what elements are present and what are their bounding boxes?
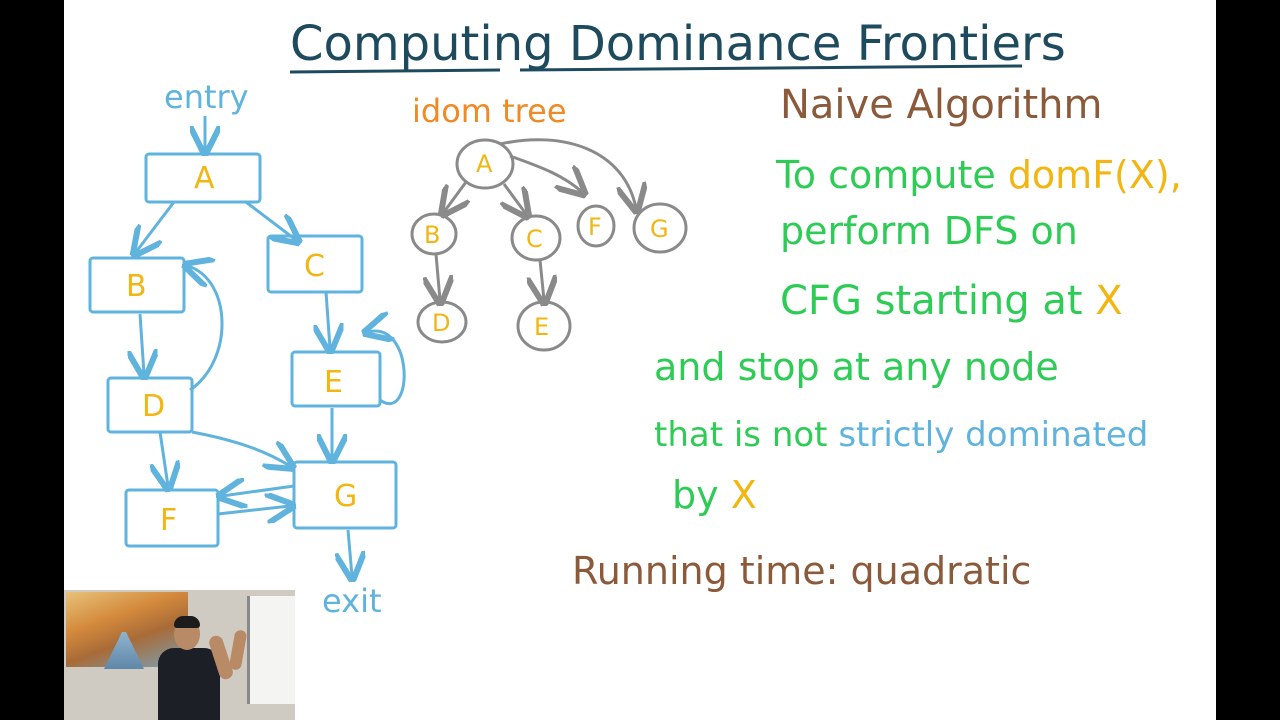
cfg-edge-d-f [160, 431, 168, 486]
tree-node-label-c: C [526, 225, 543, 253]
tree-node-circle-b [410, 212, 458, 256]
tree-node-circle-a [455, 138, 515, 190]
cfg-edge-a-b [136, 201, 176, 252]
tree-node-circle-c [510, 214, 562, 262]
tree-node-label-d: D [432, 309, 450, 337]
cfg-node-label-e: E [324, 365, 343, 400]
note-line-6: by X [672, 473, 757, 517]
cfg-edge-a-c [245, 200, 296, 240]
tree-node-label-g: G [650, 215, 669, 243]
control-flow-graph [88, 116, 406, 576]
tree-edge-a-f [509, 154, 582, 192]
tree-node-circle-f [576, 204, 616, 248]
running-time: Running time: quadratic [572, 549, 1031, 593]
tree-node-label-f: F [588, 213, 602, 241]
tree-node-label-a: A [476, 150, 493, 178]
note-line-4: and stop at any node [654, 345, 1059, 389]
algorithm-heading: Naive Algorithm [780, 82, 1102, 128]
tree-edge-a-g [499, 138, 636, 208]
cfg-node-label-g: G [334, 479, 357, 514]
presenter [158, 648, 220, 720]
cfg-edge-g-f [222, 486, 295, 496]
cfg-edge-f-g [217, 506, 290, 514]
cfg-edge-c-e [326, 291, 330, 348]
tree-edge-a-b [444, 181, 466, 212]
diagram-canvas: Computing Dominance Frontiers entry exit… [88, 16, 1182, 620]
cfg-edge-d-b [188, 266, 224, 392]
cfg-edge-d-g [191, 430, 290, 466]
tree-node-label-e: E [534, 313, 549, 341]
idom-tree [410, 138, 688, 352]
cfg-edge-g-exit [348, 529, 352, 576]
cfg-node-label-f: F [160, 503, 177, 538]
note-line-5: that is not strictly dominated [654, 415, 1148, 455]
page-title: Computing Dominance Frontiers [290, 16, 1066, 72]
cfg-entry-label: entry [164, 78, 249, 116]
cfg-node-label-b: B [126, 269, 147, 304]
cfg-edge-e-e [368, 331, 406, 405]
tree-edge-b-d [436, 253, 440, 300]
title-underline [519, 64, 1023, 72]
note-line-3: CFG starting at X [780, 278, 1123, 324]
cfg-node-box-c [266, 234, 364, 294]
cfg-exit-label: exit [322, 582, 382, 620]
webcam-video [64, 590, 295, 720]
cfg-node-label-a: A [194, 161, 215, 196]
whiteboard-backdrop [247, 596, 295, 704]
cfg-node-label-d: D [142, 389, 165, 424]
tree-edge-a-c [504, 183, 526, 214]
tree-node-label-b: B [424, 221, 440, 249]
note-line-2: perform DFS on [780, 209, 1078, 253]
cfg-edge-b-d [140, 313, 144, 374]
tree-edge-c-e [540, 259, 544, 300]
note-line-1: To compute domF(X), [775, 153, 1182, 197]
idom-tree-label: idom tree [412, 92, 567, 130]
tree-node-circle-g [632, 202, 688, 254]
title-underline [289, 68, 501, 74]
cfg-node-label-c: C [304, 249, 325, 284]
